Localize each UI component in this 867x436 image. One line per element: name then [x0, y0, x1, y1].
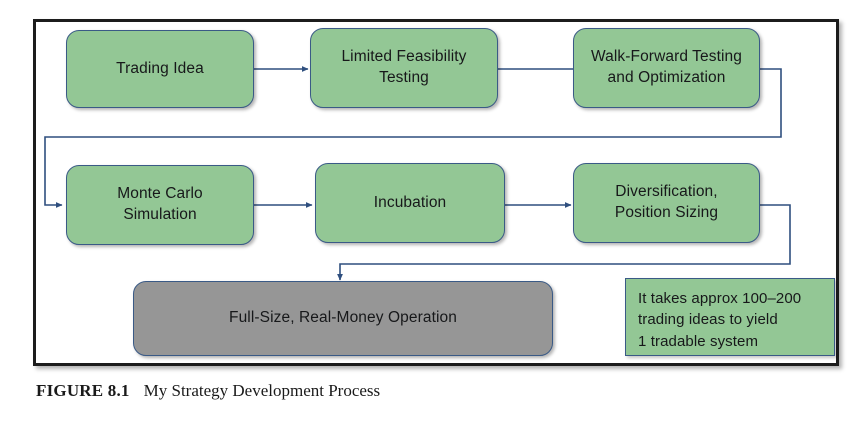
- node-label: Diversification, Position Sizing: [615, 182, 718, 224]
- node-walk-forward[interactable]: Walk-Forward Testing and Optimization: [573, 28, 760, 108]
- figure-caption-text: My Strategy Development Process: [143, 381, 381, 400]
- node-label-line2: Testing: [379, 69, 429, 86]
- node-label-line1: Monte Carlo: [117, 185, 203, 203]
- node-full-size-operation[interactable]: Full-Size, Real-Money Operation: [133, 281, 553, 356]
- node-diversification[interactable]: Diversification, Position Sizing: [573, 163, 760, 243]
- node-trading-idea[interactable]: Trading Idea: [66, 30, 254, 108]
- node-label: Limited Feasibility Testing: [341, 47, 466, 89]
- node-limited-feasibility[interactable]: Limited Feasibility Testing: [310, 28, 498, 108]
- node-label-line1: Walk-Forward Testing: [590, 48, 742, 66]
- node-label-line1: Limited Feasibility: [341, 48, 467, 66]
- node-label: Trading Idea: [116, 59, 204, 77]
- node-monte-carlo[interactable]: Monte Carlo Simulation: [66, 165, 254, 245]
- note-box: It takes approx 100–200 trading ideas to…: [625, 278, 835, 356]
- note-line-2: trading ideas to yield: [638, 311, 778, 329]
- node-label: Incubation: [373, 193, 447, 211]
- figure-caption: FIGURE 8.1 My Strategy Development Proces…: [36, 381, 676, 401]
- node-label-line1: Diversification,: [615, 183, 718, 201]
- node-label-line2: Position Sizing: [614, 204, 719, 221]
- node-incubation[interactable]: Incubation: [315, 163, 505, 243]
- node-label-line2: Simulation: [123, 206, 197, 223]
- node-label: Walk-Forward Testing and Optimization: [591, 47, 742, 89]
- note-line-3: 1 tradable system: [638, 332, 759, 350]
- figure-caption-label: FIGURE 8.1: [36, 381, 130, 400]
- note-line-1: It takes approx 100–200: [638, 290, 802, 307]
- node-label: Monte Carlo Simulation: [117, 184, 203, 226]
- node-label: Full-Size, Real-Money Operation: [229, 309, 457, 327]
- node-label-line2: and Optimization: [607, 69, 726, 86]
